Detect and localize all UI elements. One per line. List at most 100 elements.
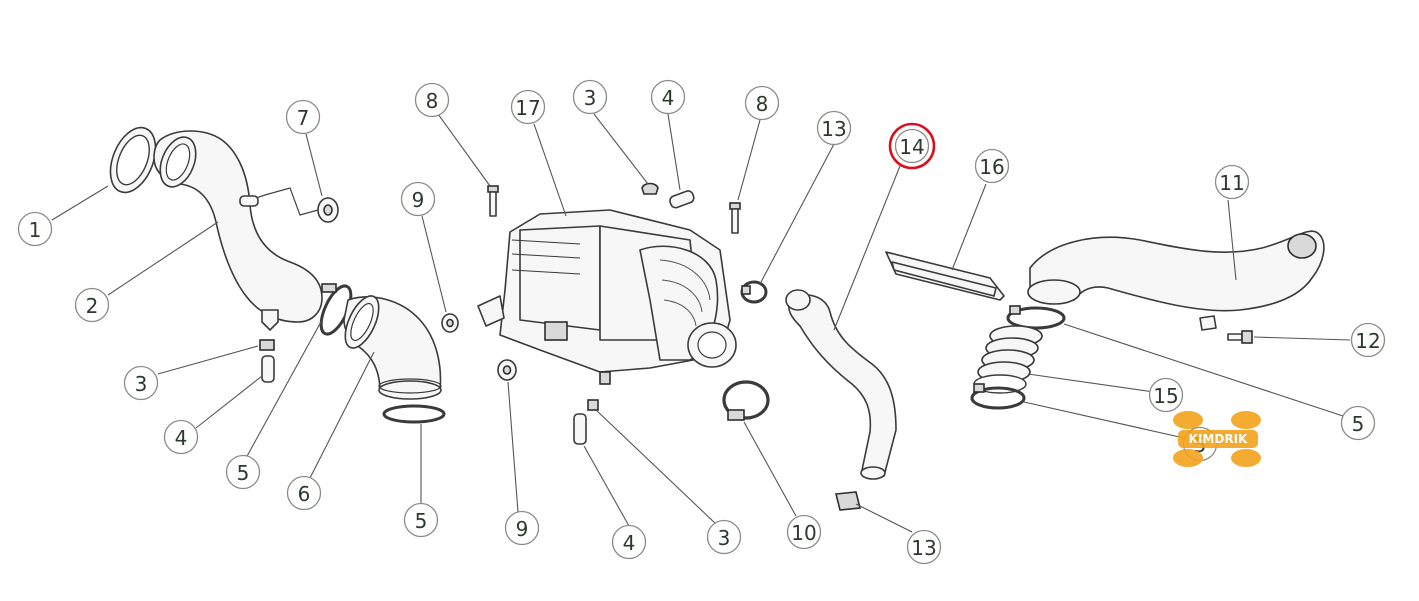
part-6-elbow-boot (343, 295, 442, 400)
callout-5: 5 (403, 502, 439, 538)
callout-circle (285, 99, 321, 135)
callout-circle (17, 211, 53, 247)
callout-6: 6 (286, 475, 322, 511)
callout-number: 13 (911, 536, 936, 560)
part-4-plug-left (261, 355, 275, 383)
callout-number: 13 (821, 117, 846, 141)
callout-circle (1350, 322, 1386, 358)
callout-circle (974, 148, 1010, 184)
callout-number: 5 (1352, 412, 1365, 436)
callout-circle (744, 85, 780, 121)
callout-number: 14 (899, 135, 924, 159)
callout-number: 7 (297, 106, 310, 130)
callout-number: 5 (237, 461, 250, 485)
part-17-airbox (477, 209, 737, 385)
part-12-bolt (1227, 330, 1253, 344)
callout-labels: 123456578991734843131013141611121555 (17, 79, 1386, 565)
watermark-text: KIMDRIK (1189, 432, 1248, 446)
callout-11: 11 (1214, 164, 1250, 200)
callout-4: 4 (611, 524, 647, 560)
callout-number: 3 (135, 372, 148, 396)
callout-number: 4 (175, 426, 188, 450)
callout-4: 4 (163, 419, 199, 455)
part-5-clamp-right-lower (970, 383, 1026, 410)
part-4-plug-top (669, 190, 695, 209)
part-13-clip-lower (834, 491, 862, 511)
callout-4: 4 (650, 79, 686, 115)
callout-8: 8 (744, 85, 780, 121)
part-14-breather-hose (785, 289, 897, 480)
callout-number: 6 (298, 482, 311, 506)
callout-13: 13 (906, 529, 942, 565)
callout-circle (611, 524, 647, 560)
callout-9: 9 (400, 181, 436, 217)
part-2-intake-duct (153, 130, 323, 331)
part-8-bolt-left (487, 185, 499, 217)
callout-8: 8 (414, 82, 450, 118)
highlight-ring (888, 122, 936, 170)
callout-circle (163, 419, 199, 455)
callout-number: 9 (412, 188, 425, 212)
callout-number: 11 (1219, 171, 1244, 195)
callout-circle (123, 365, 159, 401)
callout-number: 8 (426, 89, 439, 113)
callout-3: 3 (572, 79, 608, 115)
part-9-grommet-lower (497, 359, 517, 381)
callout-circle (414, 82, 450, 118)
callout-circle (1148, 377, 1184, 413)
part-2-pin (239, 195, 259, 207)
callout-circle (400, 181, 436, 217)
callout-circle (650, 79, 686, 115)
callout-circle (786, 514, 822, 550)
part-5-clamp-right-upper (1006, 305, 1066, 330)
part-3-clip-top (641, 182, 659, 195)
connector-wire (249, 187, 319, 216)
callout-circle (286, 475, 322, 511)
leader-lines (51, 113, 1351, 533)
callout-16: 16 (974, 148, 1010, 184)
part-15-coupler (973, 325, 1043, 394)
callout-number: 5 (415, 509, 428, 533)
callout-circle (706, 519, 742, 555)
part-13-clamp-upper (740, 280, 768, 304)
part-5-clamp-bottom (382, 404, 446, 424)
callout-7: 7 (285, 99, 321, 135)
part-11-outlet-tube (1027, 230, 1325, 331)
callout-circle (816, 110, 852, 146)
callout-number: 17 (515, 96, 540, 120)
callout-number: 12 (1355, 329, 1380, 353)
callout-number: 10 (791, 521, 816, 545)
part-1-gasket (109, 126, 157, 194)
part-16-filter (885, 251, 1005, 301)
callout-circle (510, 89, 546, 125)
part-8-bolt-right (729, 202, 741, 234)
part-7-grommet (317, 197, 339, 223)
callout-number: 3 (584, 86, 597, 110)
callout-9: 9 (504, 510, 540, 546)
callout-circle (403, 502, 439, 538)
callout-number: 4 (623, 531, 636, 555)
callout-1: 1 (17, 211, 53, 247)
callout-number: 1 (29, 218, 42, 242)
callout-12: 12 (1350, 322, 1386, 358)
callout-circle (894, 128, 930, 164)
part-3-clip-left (259, 339, 275, 351)
callout-15: 15 (1148, 377, 1184, 413)
callout-number: 3 (718, 526, 731, 550)
callout-circle (1214, 164, 1250, 200)
callout-number: 16 (979, 155, 1004, 179)
callout-number: 8 (756, 92, 769, 116)
callout-circle (74, 287, 110, 323)
part-9-grommet-upper (441, 313, 459, 333)
callout-5: 5 (1340, 405, 1376, 441)
callout-number: 2 (86, 294, 99, 318)
callout-circle (1340, 405, 1376, 441)
callout-13: 13 (816, 110, 852, 146)
callout-14: 14 (894, 128, 930, 164)
callout-circle (572, 79, 608, 115)
callout-circle (906, 529, 942, 565)
callout-number: 9 (516, 517, 529, 541)
callout-3: 3 (123, 365, 159, 401)
part-4-plug-bottom (573, 413, 587, 445)
callout-circle (225, 454, 261, 490)
